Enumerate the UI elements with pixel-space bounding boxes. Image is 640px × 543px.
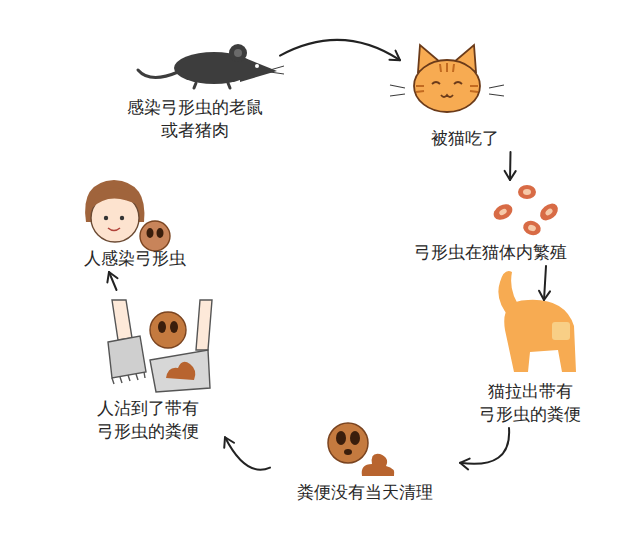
step-node: 人沾到了带有 弓形虫的粪便 xyxy=(70,290,225,445)
caption-block: 感染弓形虫的老鼠 或者猪肉 xyxy=(110,96,280,141)
cat-rear xyxy=(498,271,576,372)
step-caption: 感染弓形虫的老鼠 或者猪肉 xyxy=(119,96,272,141)
cycle-arrow xyxy=(460,428,509,464)
caption-block: 人沾到了带有 弓形虫的粪便 xyxy=(70,397,225,442)
step-node: 被猫吃了 xyxy=(400,50,530,152)
cycle-arrow xyxy=(509,152,512,180)
poop-figure xyxy=(328,423,394,476)
step-node: 猫拉出带有 弓形虫的粪便 xyxy=(460,300,600,428)
hands-cleaning xyxy=(108,300,212,392)
step-node: 感染弓形虫的老鼠 或者猪肉 xyxy=(110,40,280,144)
step-caption: 猫拉出带有 弓形虫的粪便 xyxy=(471,380,590,425)
caption-block: 粪便没有当天清理 xyxy=(270,481,460,503)
step-node: 粪便没有当天清理 xyxy=(270,410,460,506)
caption-block: 猫拉出带有 弓形虫的粪便 xyxy=(460,380,600,425)
parasite-eggs xyxy=(491,185,561,238)
cycle-arrow xyxy=(109,272,117,290)
step-caption: 被猫吃了 xyxy=(431,127,499,149)
step-node: 弓形虫在猫体内繁殖 xyxy=(390,180,590,266)
caption-block: 被猫吃了 xyxy=(400,127,530,149)
person-face xyxy=(85,180,170,251)
step-caption: 人感染弓形虫 xyxy=(84,247,186,269)
caption-block: 人感染弓形虫 xyxy=(70,247,200,269)
step-caption: 粪便没有当天清理 xyxy=(297,481,433,503)
cycle-arrow xyxy=(225,437,270,469)
cycle-arrow xyxy=(544,266,546,300)
step-caption: 人沾到了带有 弓形虫的粪便 xyxy=(88,397,207,442)
step-caption: 弓形虫在猫体内繁殖 xyxy=(414,241,567,263)
cycle-arrow xyxy=(280,40,400,60)
step-node: 人感染弓形虫 xyxy=(70,165,200,272)
mouse-figure xyxy=(138,44,284,88)
cat-head xyxy=(390,45,504,112)
caption-block: 弓形虫在猫体内繁殖 xyxy=(390,241,590,263)
